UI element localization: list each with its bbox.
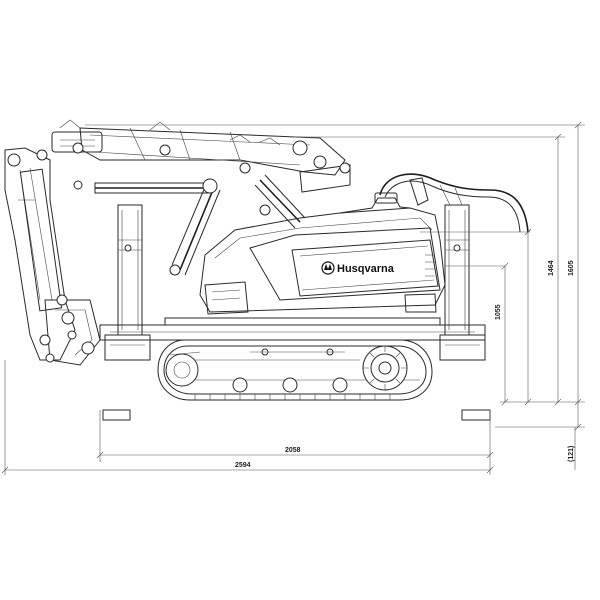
dim-overall-length: 2594 bbox=[235, 462, 251, 469]
left-outrigger bbox=[104, 204, 151, 361]
ground-pads bbox=[102, 409, 491, 421]
dimension-lines bbox=[1, 121, 585, 475]
machine-body bbox=[199, 173, 529, 315]
boom-arm bbox=[4, 119, 351, 366]
dim-ground-clearance: (121) bbox=[568, 446, 575, 462]
chassis bbox=[99, 317, 486, 341]
husqvarna-crown-icon bbox=[321, 261, 335, 275]
brand-name: Husqvarna bbox=[337, 263, 395, 275]
dim-cab-height: 1055 bbox=[495, 304, 502, 320]
dim-overall-height: 1605 bbox=[568, 260, 575, 276]
crawler-track bbox=[157, 339, 433, 401]
brand-logo: Husqvarna bbox=[321, 261, 395, 275]
dim-track-length: 2058 bbox=[285, 447, 301, 454]
right-outrigger bbox=[439, 204, 486, 361]
dim-machine-height: 1464 bbox=[548, 260, 555, 276]
